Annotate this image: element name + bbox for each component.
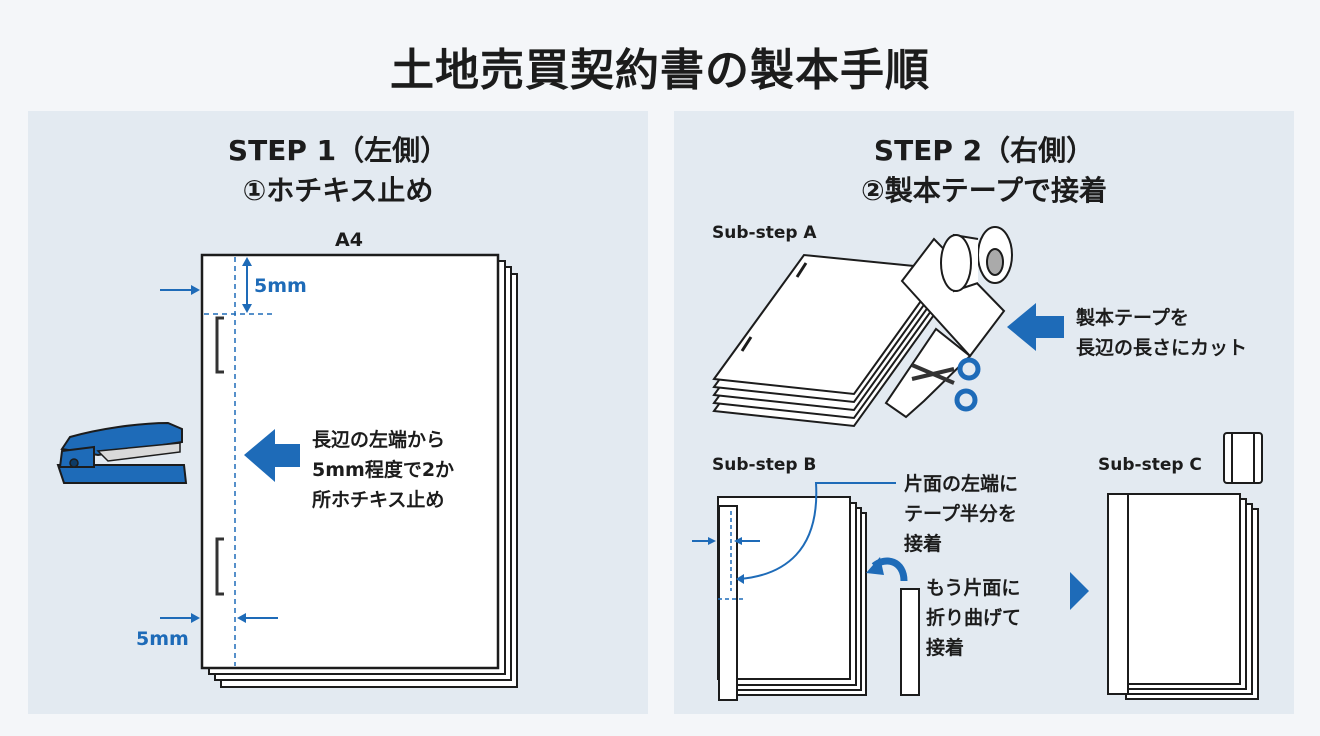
- arrow-left-icon: [1007, 303, 1064, 351]
- step2-illustration: [692, 226, 1263, 701]
- stapler-icon: [56, 421, 188, 484]
- left-dimension-label: 5mm: [136, 628, 189, 650]
- substep-b-instruction-2: もう片面に 折り曲げて 接着: [926, 577, 1022, 659]
- substep-b-label: Sub-step B: [712, 455, 817, 475]
- step2-heading: STEP 2（右側）: [873, 134, 1095, 167]
- edge-arrow-bottom-right: [237, 613, 278, 623]
- substep-b-instruction-1: 片面の左端に テープ半分を 接着: [904, 473, 1019, 555]
- tape-roll-small-icon: [1223, 432, 1263, 484]
- substep-c-label: Sub-step C: [1098, 455, 1202, 475]
- tilted-paper-stack: [712, 253, 946, 428]
- step1-heading: STEP 1（左側）: [227, 134, 449, 167]
- step2-subheading: ②製本テープで接着: [860, 174, 1108, 207]
- substep-a-label: Sub-step A: [712, 223, 817, 243]
- tape-strip: [900, 588, 920, 696]
- top-dimension-label: 5mm: [254, 275, 307, 297]
- arrow-left-icon: [244, 429, 300, 482]
- callout-line: [739, 482, 896, 580]
- scissors-icon: [911, 357, 981, 412]
- edge-arrow-bottom-left: [160, 613, 200, 623]
- paper-size-label: A4: [335, 229, 363, 251]
- step2-panel: STEP 2（右側） ②製本テープで接着: [674, 111, 1294, 714]
- step1-illustration: [56, 253, 518, 688]
- staple-icon: [215, 316, 224, 596]
- step1-panel: STEP 1（左側） ①ホチキス止め: [28, 111, 648, 714]
- bound-book-icon: [1107, 493, 1259, 700]
- a4-paper-stack: [200, 253, 518, 688]
- edge-arrow-top: [160, 285, 200, 295]
- top-dimension-arrow: [242, 257, 252, 313]
- step1-instruction: 長辺の左端から 5mm程度で2か 所ホチキス止め: [312, 429, 455, 511]
- substep-b-paper-stack: [717, 496, 867, 701]
- substep-a-instruction: 製本テープを 長辺の長さにカット: [1076, 307, 1248, 359]
- page-title: 土地売買契約書の製本手順: [390, 45, 930, 96]
- step1-subheading: ①ホチキス止め: [242, 174, 434, 207]
- substep-b-dimension-arrows: [692, 537, 760, 545]
- play-arrow-icon: [1070, 572, 1089, 610]
